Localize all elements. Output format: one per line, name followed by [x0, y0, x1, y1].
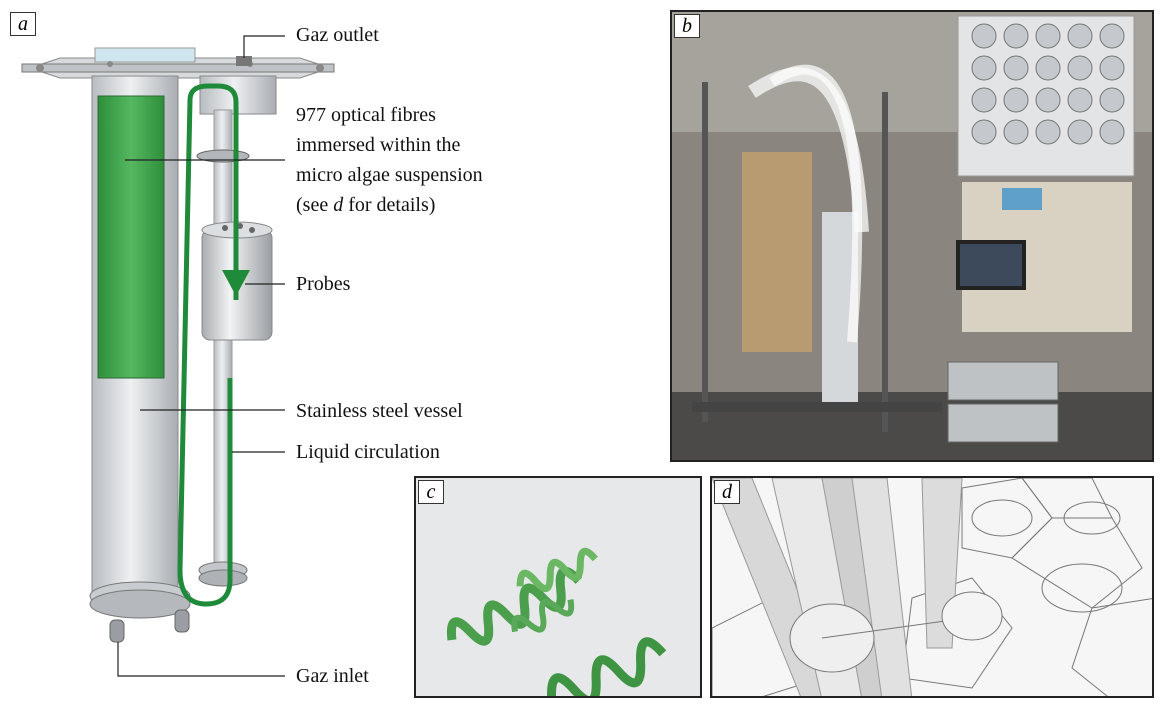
vessel-label: Stainless steel vessel	[296, 400, 463, 422]
stainless-steel-vessel	[89, 75, 191, 643]
probes-label: Probes	[296, 273, 351, 295]
liquid-circulation-loop	[177, 83, 250, 607]
fibres-label-line2: immersed within the	[296, 134, 461, 156]
spirulina-illustration	[416, 478, 700, 696]
panel-letter-a: a	[10, 12, 36, 36]
fibres-label-line4: (see d for details)	[296, 192, 435, 218]
panel-letter-b: b	[674, 14, 700, 38]
fibres-label-pre: (see	[296, 194, 334, 216]
fibre-array-illustration	[712, 478, 1152, 696]
panel-letter-c: c	[418, 480, 444, 504]
top-flange	[21, 47, 335, 79]
lab-photo-illustration	[672, 12, 1152, 460]
fibres-label-line3: micro algae suspension	[296, 164, 483, 186]
leader-lines	[117, 35, 285, 677]
flow-arrow-icon	[222, 270, 250, 296]
fibres-label-ref: d	[333, 194, 344, 216]
panel-letter-d: d	[714, 480, 740, 504]
gaz-inlet-label: Gaz inlet	[296, 665, 369, 687]
fibres-label-line1: 977 optical fibres	[296, 104, 436, 126]
fibres-label-post: for details)	[343, 194, 436, 216]
panel-c-image	[414, 476, 702, 698]
gaz-outlet-label: Gaz outlet	[296, 24, 379, 46]
panel-b-photo	[670, 10, 1154, 462]
liquid-circulation-label: Liquid circulation	[296, 441, 440, 463]
panel-d-image	[710, 476, 1154, 698]
